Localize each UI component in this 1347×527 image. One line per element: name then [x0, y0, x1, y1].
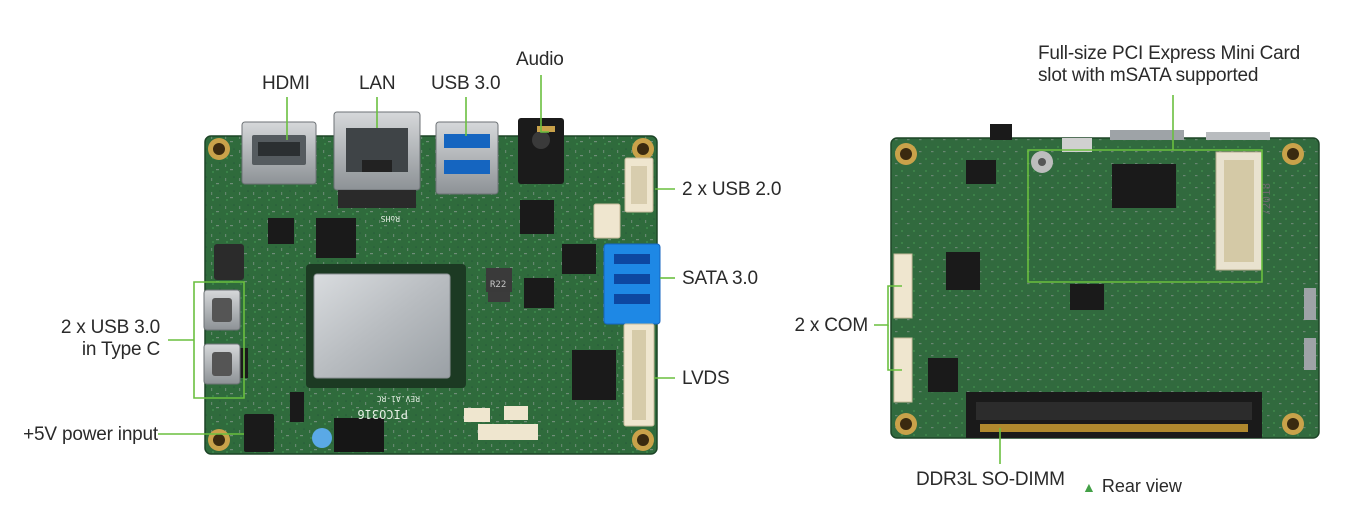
- board-rev-text: REV.A1-RC: [376, 394, 420, 403]
- rear-board: 72018: [890, 124, 1320, 439]
- mounting-hole: [1282, 143, 1304, 165]
- audio-jack: [518, 118, 564, 184]
- hdmi-connector: [241, 121, 317, 185]
- chip: [524, 278, 554, 308]
- chip: [562, 244, 596, 274]
- lan-connector: [333, 111, 421, 208]
- label-usbc-line1: 2 x USB 3.0: [60, 317, 160, 338]
- inductor-mark: R22: [490, 280, 506, 290]
- rear-edge-connector: [1110, 130, 1184, 140]
- label-usbc-line2: in Type C: [81, 339, 160, 360]
- usbc-port: [203, 343, 241, 385]
- pin-header: [334, 418, 384, 452]
- label-pcie-line2: slot with mSATA supported: [1038, 65, 1259, 86]
- label-hdmi: HDMI: [262, 73, 310, 94]
- label-sata: SATA 3.0: [682, 268, 758, 289]
- leader-usbc: [168, 281, 245, 399]
- chip: [928, 358, 958, 392]
- power-connector: [244, 414, 274, 452]
- label-pcie: Full-size PCI Express Mini Card slot wit…: [1038, 43, 1300, 87]
- rear-edge-connector: [1062, 138, 1092, 152]
- chip: [316, 218, 356, 258]
- leader-pcie: [1027, 95, 1263, 283]
- chip: [520, 200, 554, 234]
- rear-view-caption: ▲ Rear view: [1082, 476, 1182, 497]
- lvds-connector: [623, 323, 655, 427]
- usb20-header: [624, 157, 654, 213]
- small-header: [464, 408, 490, 422]
- rear-view-label: Rear view: [1101, 476, 1182, 496]
- label-ddr: DDR3L SO-DIMM: [916, 469, 1065, 490]
- usbc-port: [203, 289, 241, 331]
- leader-audio: [540, 75, 549, 133]
- usb20-header: [593, 203, 621, 239]
- mounting-hole: [632, 429, 654, 451]
- chip: [946, 252, 980, 290]
- chip: [1070, 284, 1104, 310]
- label-lan: LAN: [359, 73, 396, 94]
- inductor: [214, 244, 244, 280]
- label-com: 2 x COM: [794, 315, 868, 336]
- leader-com-2: [887, 325, 902, 371]
- sodimm-slot: [966, 392, 1262, 438]
- leader-com: [874, 285, 902, 326]
- mounting-hole: [895, 143, 917, 165]
- usb30-connector: [435, 121, 499, 195]
- label-pcie-line1: Full-size PCI Express Mini Card: [1038, 43, 1300, 64]
- mounting-hole: [1282, 413, 1304, 435]
- chip: [268, 218, 294, 244]
- label-usb30: USB 3.0: [431, 73, 501, 94]
- rear-edge-connector: [1206, 132, 1270, 140]
- small-header: [504, 406, 528, 420]
- chip: [966, 160, 996, 184]
- pcie-slot-mark: 72018: [1260, 183, 1273, 216]
- rohs-text: RoHS: [381, 214, 400, 223]
- label-lvds: LVDS: [682, 368, 730, 389]
- mounting-hole: [208, 138, 230, 160]
- sata-connector: [603, 243, 661, 325]
- battery-header: [478, 424, 538, 440]
- cpu-chip: [306, 264, 466, 388]
- chip: [1112, 164, 1176, 208]
- inductor: [486, 268, 512, 292]
- triangle-up-icon: ▲: [1082, 479, 1096, 495]
- side-connector: [1304, 338, 1316, 370]
- label-usb20: 2 x USB 2.0: [682, 179, 782, 200]
- mounting-hole: [632, 138, 654, 160]
- rear-edge-connector: [990, 124, 1012, 140]
- mounting-hole: [208, 429, 230, 451]
- board-model-text: PICO316: [357, 407, 408, 421]
- label-audio: Audio: [516, 49, 564, 70]
- side-connector: [1304, 288, 1316, 320]
- leader-lines: [158, 75, 1263, 464]
- chip: [572, 350, 616, 400]
- chip: [290, 392, 304, 422]
- label-power: +5V power input: [23, 424, 158, 445]
- front-board: PICO316 REV.A1-RC RoHS R22: [203, 111, 661, 455]
- capacitor: [312, 428, 332, 448]
- label-usbc: 2 x USB 3.0 in Type C: [40, 317, 160, 361]
- mounting-hole: [895, 413, 917, 435]
